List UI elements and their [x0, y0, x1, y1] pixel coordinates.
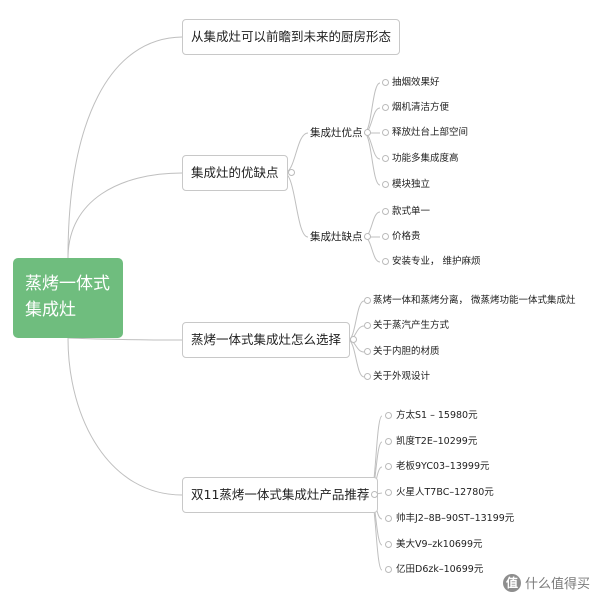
watermark-text: 什么值得买: [524, 577, 590, 592]
leaf-node[interactable]: 抽烟效果好: [392, 76, 440, 89]
leaf-label: 凯度T2E–10299元: [396, 436, 478, 447]
root-node[interactable]: 蒸烤一体式 集成灶: [13, 258, 123, 338]
collapse-toggle-icon[interactable]: [371, 491, 378, 498]
leaf-node[interactable]: 功能多集成度高: [392, 152, 459, 165]
leaf-label: 方太S1 – 15980元: [396, 410, 478, 421]
leaf-node[interactable]: 关于内胆的材质: [373, 345, 440, 358]
link-root-branch-4: [67, 337, 183, 496]
link-branch2-sub1: [283, 132, 309, 174]
collapse-toggle-icon[interactable]: [364, 233, 371, 240]
branch-node-how-to-choose[interactable]: 蒸烤一体式集成灶怎么选择: [182, 322, 351, 358]
leaf-node[interactable]: 凯度T2E–10299元: [396, 435, 477, 448]
brand-logo-icon: 值: [502, 573, 521, 592]
leaf-node[interactable]: 关于外观设计: [373, 370, 430, 383]
link-sub2-leaf-3: [363, 236, 381, 263]
leaf-label: 关于内胆的材质: [373, 346, 440, 357]
branch-node-future-kitchen[interactable]: 从集成灶可以前瞻到未来的厨房形态: [182, 19, 401, 55]
collapse-toggle-icon[interactable]: [364, 373, 371, 380]
collapse-toggle-icon[interactable]: [382, 233, 389, 240]
collapse-toggle-icon[interactable]: [382, 181, 389, 188]
leaf-node[interactable]: 方太S1 – 15980元: [396, 409, 478, 422]
leaf-label: 关于蒸汽产生方式: [373, 320, 450, 331]
branch-label: 双11蒸烤一体式集成灶产品推荐: [191, 487, 370, 502]
collapse-toggle-icon[interactable]: [385, 566, 392, 573]
root-title-line-1: 蒸烤一体式: [25, 274, 110, 294]
leaf-node[interactable]: 美大V9–zk10699元: [396, 538, 483, 551]
link-branch2-sub2: [283, 172, 309, 238]
collapse-toggle-icon[interactable]: [385, 412, 392, 419]
leaf-label: 帅丰J2–8B–90ST–13199元: [396, 513, 515, 524]
leaf-node[interactable]: 蒸烤一体和蒸烤分离， 微蒸烤功能一体式集成灶: [373, 294, 576, 307]
collapse-toggle-icon[interactable]: [364, 348, 371, 355]
collapse-toggle-icon[interactable]: [385, 463, 392, 470]
leaf-node[interactable]: 模块独立: [392, 178, 430, 191]
collapse-toggle-icon[interactable]: [382, 155, 389, 162]
collapse-toggle-icon[interactable]: [382, 208, 389, 215]
sub-label: 集成灶优点: [310, 127, 363, 139]
leaf-label: 亿田D6zk–10699元: [396, 564, 484, 575]
leaf-node[interactable]: 关于蒸汽产生方式: [373, 319, 449, 332]
link-root-branch-2: [67, 172, 183, 259]
leaf-label: 价格贵: [392, 231, 421, 242]
leaf-label: 火星人T7BC–12780元: [396, 487, 494, 498]
leaf-node[interactable]: 亿田D6zk–10699元: [396, 563, 483, 576]
collapse-toggle-icon[interactable]: [382, 129, 389, 136]
collapse-toggle-icon[interactable]: [364, 322, 371, 329]
collapse-toggle-icon[interactable]: [382, 104, 389, 111]
leaf-node[interactable]: 释放灶台上部空间: [392, 126, 468, 139]
collapse-toggle-icon[interactable]: [385, 489, 392, 496]
branch-node-pros-cons[interactable]: 集成灶的优缺点: [182, 155, 288, 191]
leaf-node[interactable]: 帅丰J2–8B–90ST–13199元: [396, 512, 514, 525]
leaf-label: 安装专业， 维护麻烦: [392, 256, 481, 267]
collapse-toggle-icon[interactable]: [385, 541, 392, 548]
link-root-branch-3: [67, 337, 183, 341]
leaf-label: 烟机清洁方便: [392, 102, 450, 113]
link-sub1-leaf-4: [363, 132, 381, 160]
leaf-label: 抽烟效果好: [392, 77, 440, 88]
branch-label: 蒸烤一体式集成灶怎么选择: [191, 332, 342, 347]
collapse-toggle-icon[interactable]: [382, 79, 389, 86]
leaf-label: 美大V9–zk10699元: [396, 539, 483, 550]
leaf-label: 蒸烤一体和蒸烤分离， 微蒸烤功能一体式集成灶: [373, 295, 576, 306]
collapse-toggle-icon[interactable]: [385, 515, 392, 522]
link-sub1-leaf-5: [363, 132, 381, 186]
leaf-node[interactable]: 火星人T7BC–12780元: [396, 486, 494, 499]
leaf-label: 释放灶台上部空间: [392, 127, 469, 138]
leaf-label: 功能多集成度高: [392, 153, 459, 164]
link-sub1-leaf-1: [363, 82, 381, 134]
link-branch3-leaf-1: [347, 300, 365, 341]
link-root-branch-1: [67, 36, 183, 259]
sub-label: 集成灶缺点: [310, 231, 363, 243]
leaf-node[interactable]: 烟机清洁方便: [392, 101, 449, 114]
leaf-label: 款式单一: [392, 206, 431, 217]
watermark: 值 什么值得买: [502, 573, 590, 592]
leaf-node[interactable]: 安装专业， 维护麻烦: [392, 255, 481, 268]
collapse-toggle-icon[interactable]: [350, 336, 357, 343]
leaf-node[interactable]: 老板9YC03–13999元: [396, 460, 490, 473]
branch-label: 集成灶的优缺点: [191, 165, 279, 180]
branch-label: 从集成灶可以前瞻到未来的厨房形态: [191, 29, 392, 44]
sub-node-cons[interactable]: 集成灶缺点: [310, 230, 363, 244]
leaf-label: 模块独立: [392, 179, 431, 190]
leaf-node[interactable]: 价格贵: [392, 230, 421, 243]
sub-node-pros[interactable]: 集成灶优点: [310, 126, 363, 140]
collapse-toggle-icon[interactable]: [385, 438, 392, 445]
branch-node-recommendations[interactable]: 双11蒸烤一体式集成灶产品推荐: [182, 477, 379, 513]
leaf-node[interactable]: 款式单一: [392, 205, 430, 218]
collapse-toggle-icon[interactable]: [288, 169, 295, 176]
root-title-line-2: 集成灶: [25, 300, 76, 320]
leaf-label: 关于外观设计: [373, 371, 431, 382]
collapse-toggle-icon[interactable]: [382, 258, 389, 265]
leaf-label: 老板9YC03–13999元: [396, 461, 490, 472]
collapse-toggle-icon[interactable]: [364, 129, 371, 136]
collapse-toggle-icon[interactable]: [364, 297, 371, 304]
